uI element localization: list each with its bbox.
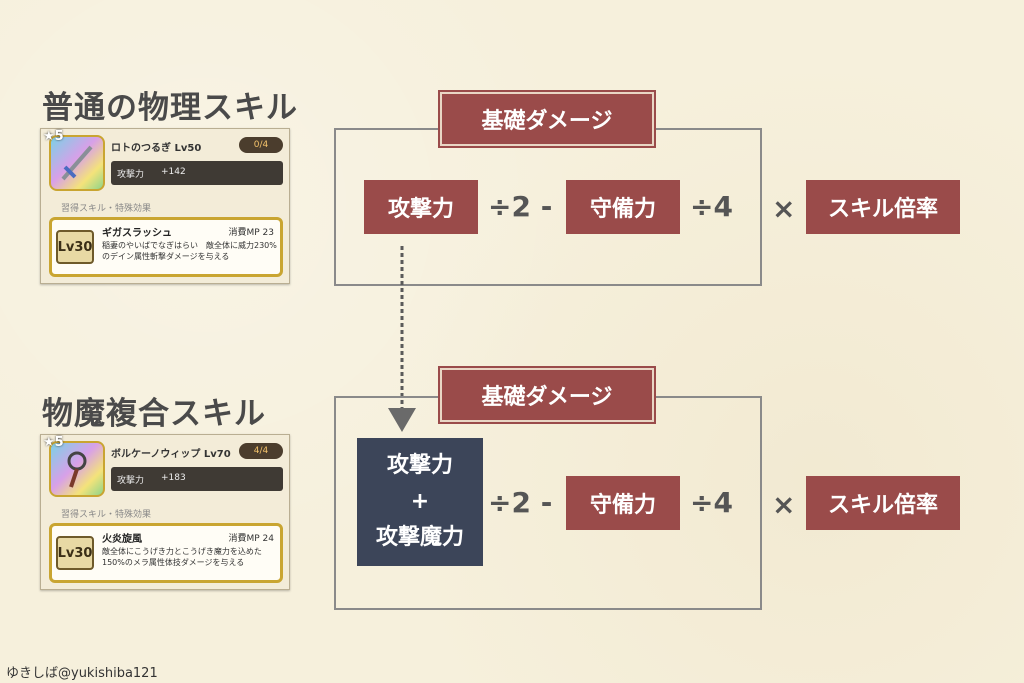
skill-mp: 消費MP 24 [228,534,274,544]
plus-sign: + [410,489,430,514]
term-attack-plus-magic: 攻撃力 + 攻撃魔力 [357,438,483,566]
upgrade-badge: 0/4 [239,137,283,153]
skill-panel: Lv30 ギガスラッシュ 消費MP 23 稲妻のやいばでなぎはらい 敵全体に威力… [49,217,283,277]
weapon-whip-icon [49,441,105,497]
term-attack: 攻撃力 [364,180,478,234]
stat-label: 攻撃力 [117,476,145,486]
upgrade-count: 0/4 [253,140,269,150]
stat-value: +183 [161,473,186,483]
skill-section-label: 習得スキル・特殊効果 [61,204,152,214]
op-div4: ÷4 [690,190,733,223]
down-arrow-icon [388,246,416,432]
skill-level-tag: Lv30 [56,230,94,264]
term-attack: 攻撃力 [386,453,453,478]
weapon-card-physical: ★5 ロトのつるぎ Lv50 0/4 攻撃力 +142 習得スキル・特殊効果 L… [40,128,290,284]
op-multiply: × [772,192,796,225]
stat-bar: 攻撃力 +183 [111,467,283,491]
skill-name: 火炎旋風 [102,534,142,545]
skill-level-tag: Lv30 [56,536,94,570]
weapon-card-hybrid: ★5 ボルケーノウィップ Lv70 4/4 攻撃力 +183 習得スキル・特殊効… [40,434,290,590]
term-defense: 守備力 [566,180,680,234]
rarity-star: ★5 [43,129,64,144]
weapon-name: ボルケーノウィップ Lv70 [111,449,231,460]
base-damage-header: 基礎ダメージ [440,368,654,422]
stat-value: +142 [161,167,186,177]
author-credit: ゆきしば@yukishiba121 [6,666,158,681]
term-defense: 守備力 [566,476,680,530]
section-title-physical: 普通の物理スキル [42,90,298,126]
term-skill-multiplier: スキル倍率 [806,180,960,234]
term-skill-multiplier: スキル倍率 [806,476,960,530]
skill-name: ギガスラッシュ [102,228,172,239]
section-title-hybrid: 物魔複合スキル [42,396,266,432]
weapon-sword-icon [49,135,105,191]
op-div2-minus: ÷2 - [488,190,553,223]
stat-label: 攻撃力 [117,170,145,180]
op-multiply: × [772,488,796,521]
skill-description: 敵全体にこうげき力とこうげき魔力を込めた150%のメラ属性体技ダメージを与える [102,547,262,567]
base-damage-header: 基礎ダメージ [440,92,654,146]
op-div4: ÷4 [690,486,733,519]
upgrade-count: 4/4 [253,446,269,456]
weapon-name: ロトのつるぎ Lv50 [111,143,202,154]
op-div2-minus: ÷2 - [488,486,553,519]
skill-section-label: 習得スキル・特殊効果 [61,510,152,520]
skill-mp: 消費MP 23 [228,228,274,238]
rarity-star: ★5 [43,435,64,450]
term-magic-attack: 攻撃魔力 [375,525,464,550]
skill-description: 稲妻のやいばでなぎはらい 敵全体に威力230%のデイン属性斬撃ダメージを与える [102,241,277,261]
stat-bar: 攻撃力 +142 [111,161,283,185]
skill-panel: Lv30 火炎旋風 消費MP 24 敵全体にこうげき力とこうげき魔力を込めた15… [49,523,283,583]
upgrade-badge: 4/4 [239,443,283,459]
